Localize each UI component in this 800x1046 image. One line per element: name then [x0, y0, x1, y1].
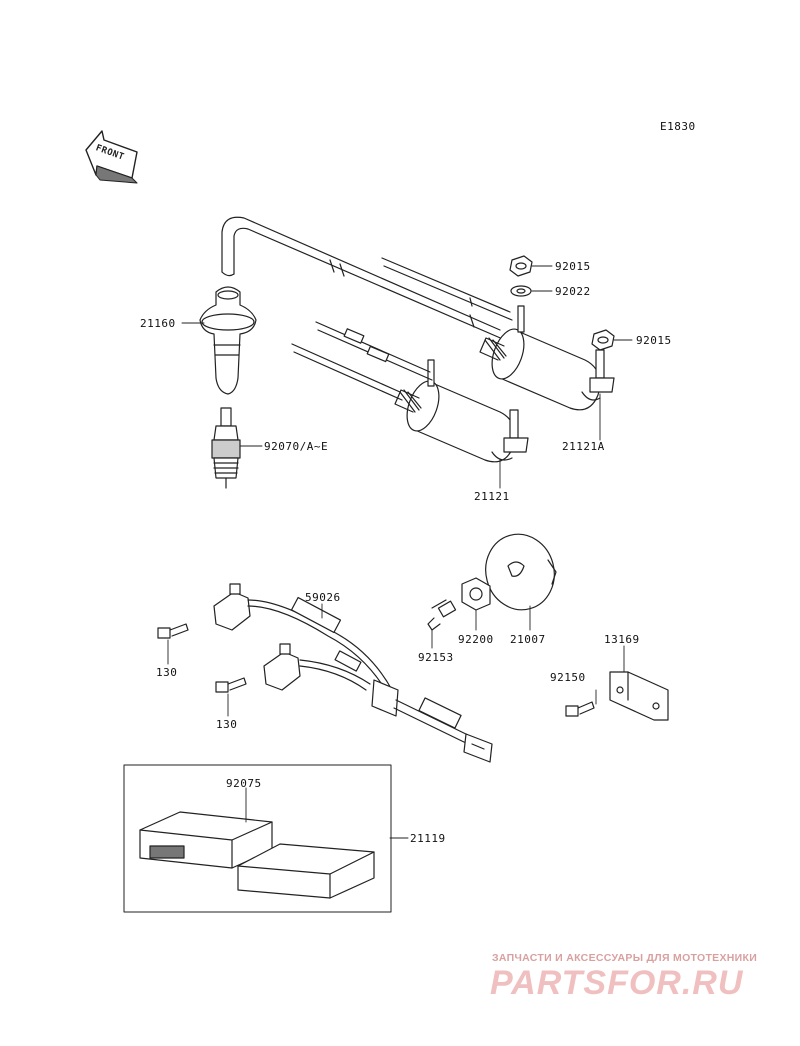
part-label-92015-right: 92015: [636, 334, 672, 347]
nut-92200: [461, 577, 491, 611]
part-label-92075: 92075: [226, 777, 262, 790]
part-label-21007: 21007: [510, 633, 546, 646]
front-arrow-icon: [85, 130, 138, 184]
part-label-130-upper: 130: [156, 666, 178, 679]
part-label-59026: 59026: [305, 591, 341, 604]
diagram-code: E1830: [660, 120, 696, 133]
part-label-92022: 92022: [555, 285, 591, 298]
bolt-92153: [427, 599, 457, 631]
watermark-tagline: ЗАПЧАСТИ И АКСЕССУАРЫ ДЛЯ МОТОТЕХНИКИ: [492, 952, 758, 964]
bolt-130-lower: [215, 677, 247, 693]
part-label-130-lower: 130: [216, 718, 238, 731]
nut-92015-upper: [509, 255, 533, 277]
ignition-coil-21121A: [381, 257, 615, 411]
part-label-92070: 92070/A~E: [264, 440, 329, 453]
part-label-92200: 92200: [458, 633, 494, 646]
part-label-21121: 21121: [474, 490, 510, 503]
igniter-unit-92075: [139, 811, 273, 869]
part-label-92150: 92150: [550, 671, 586, 684]
watermark-logo: PARTSFOR.RU: [490, 964, 744, 1002]
part-label-21119: 21119: [410, 832, 446, 845]
nut-92015-right: [591, 329, 615, 351]
spark-plug-92070: [211, 407, 241, 489]
pickup-coil-harness-59026: [213, 583, 493, 763]
washer-92022: [510, 285, 532, 297]
plug-lead-wire: [221, 216, 506, 341]
part-label-21121A: 21121A: [562, 440, 605, 453]
ignition-coil-21121: [291, 321, 529, 463]
bolt-92150: [565, 701, 595, 717]
igniter-unit-21119: [237, 843, 375, 899]
part-label-92015-upper: 92015: [555, 260, 591, 273]
part-label-92153: 92153: [418, 651, 454, 664]
part-label-21160: 21160: [140, 317, 176, 330]
part-label-13169: 13169: [604, 633, 640, 646]
plug-cap-21160: [199, 286, 257, 395]
bolt-130-upper: [157, 623, 189, 639]
igniter-frame: [123, 764, 392, 913]
bracket-13169: [609, 671, 669, 721]
